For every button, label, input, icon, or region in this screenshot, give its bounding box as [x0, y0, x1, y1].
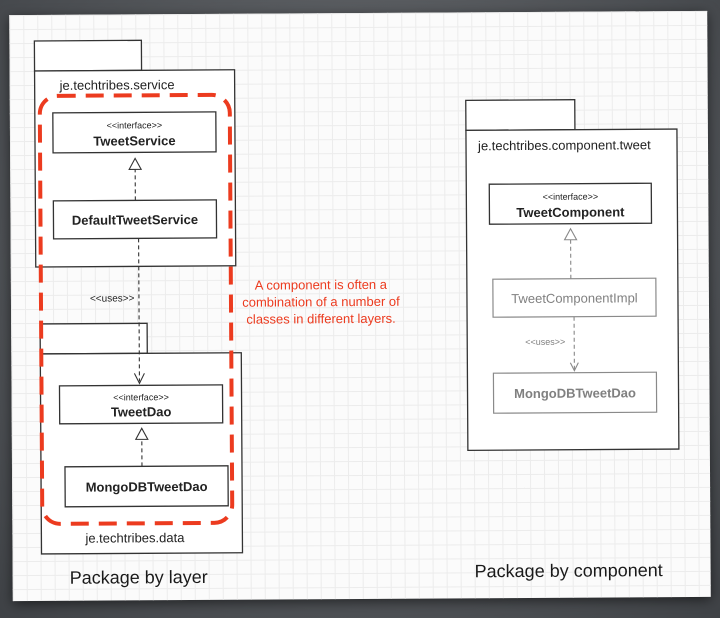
caption-package-by-component: Package by component [475, 560, 663, 581]
uses-dependency-line [138, 238, 141, 382]
note-line-1: A component is often a [255, 277, 388, 293]
tweet-component-stereotype: <<interface>> [543, 192, 599, 202]
mongodb-tweet-dao-name: MongoDBTweetDao [86, 479, 208, 495]
tweet-component-name: TweetComponent [516, 204, 625, 220]
tweet-service-stereotype: <<interface>> [107, 120, 163, 130]
default-tweet-service-name: DefaultTweetService [72, 212, 198, 228]
mongodb-tweet-dao-class: MongoDBTweetDao [64, 465, 229, 508]
tweet-component-interface: <<interface>> TweetComponent [488, 182, 653, 225]
realization-arrowhead-dao [134, 427, 149, 440]
uses-label-right: <<uses>> [525, 337, 565, 347]
service-package-tab [33, 39, 143, 72]
tweet-service-interface: <<interface>> TweetService [52, 111, 217, 154]
tweet-dao-interface: <<interface>> TweetDao [58, 384, 224, 425]
realization-arrowhead-service [128, 157, 143, 170]
data-package-tab [39, 322, 148, 355]
note-line-2: combination of a number of [242, 294, 400, 310]
tweet-service-name: TweetService [93, 133, 175, 149]
diagram-paper: je.techtribes.service je.techtribes.data… [9, 10, 711, 602]
component-package-tab [465, 99, 576, 132]
component-mongodb-tweet-dao-class: MongoDBTweetDao [492, 371, 658, 414]
tweet-dao-name: TweetDao [111, 404, 172, 419]
caption-package-by-layer: Package by layer [70, 567, 208, 588]
uses-arrowhead [133, 373, 145, 385]
diagram-canvas: je.techtribes.service je.techtribes.data… [33, 39, 680, 588]
note-line-3: classes in different layers. [246, 311, 395, 327]
component-boundary-highlight [37, 92, 235, 526]
uses-label: <<uses>> [90, 293, 135, 304]
realization-arrowhead-component [563, 227, 578, 241]
tweet-component-impl-class: TweetComponentImpl [492, 277, 657, 318]
uses-arrowhead-right [569, 362, 579, 372]
component-mongodb-tweet-dao-name: MongoDBTweetDao [514, 385, 636, 401]
component-note: A component is often a combination of a … [242, 277, 400, 327]
tweet-component-impl-name: TweetComponentImpl [511, 290, 638, 306]
data-package-name: je.techtribes.data [84, 530, 185, 546]
component-package-name: je.techtribes.component.tweet [477, 137, 651, 153]
default-tweet-service-class: DefaultTweetService [52, 199, 218, 240]
tweet-dao-stereotype: <<interface>> [113, 392, 169, 402]
service-package-name: je.techtribes.service [59, 77, 175, 93]
